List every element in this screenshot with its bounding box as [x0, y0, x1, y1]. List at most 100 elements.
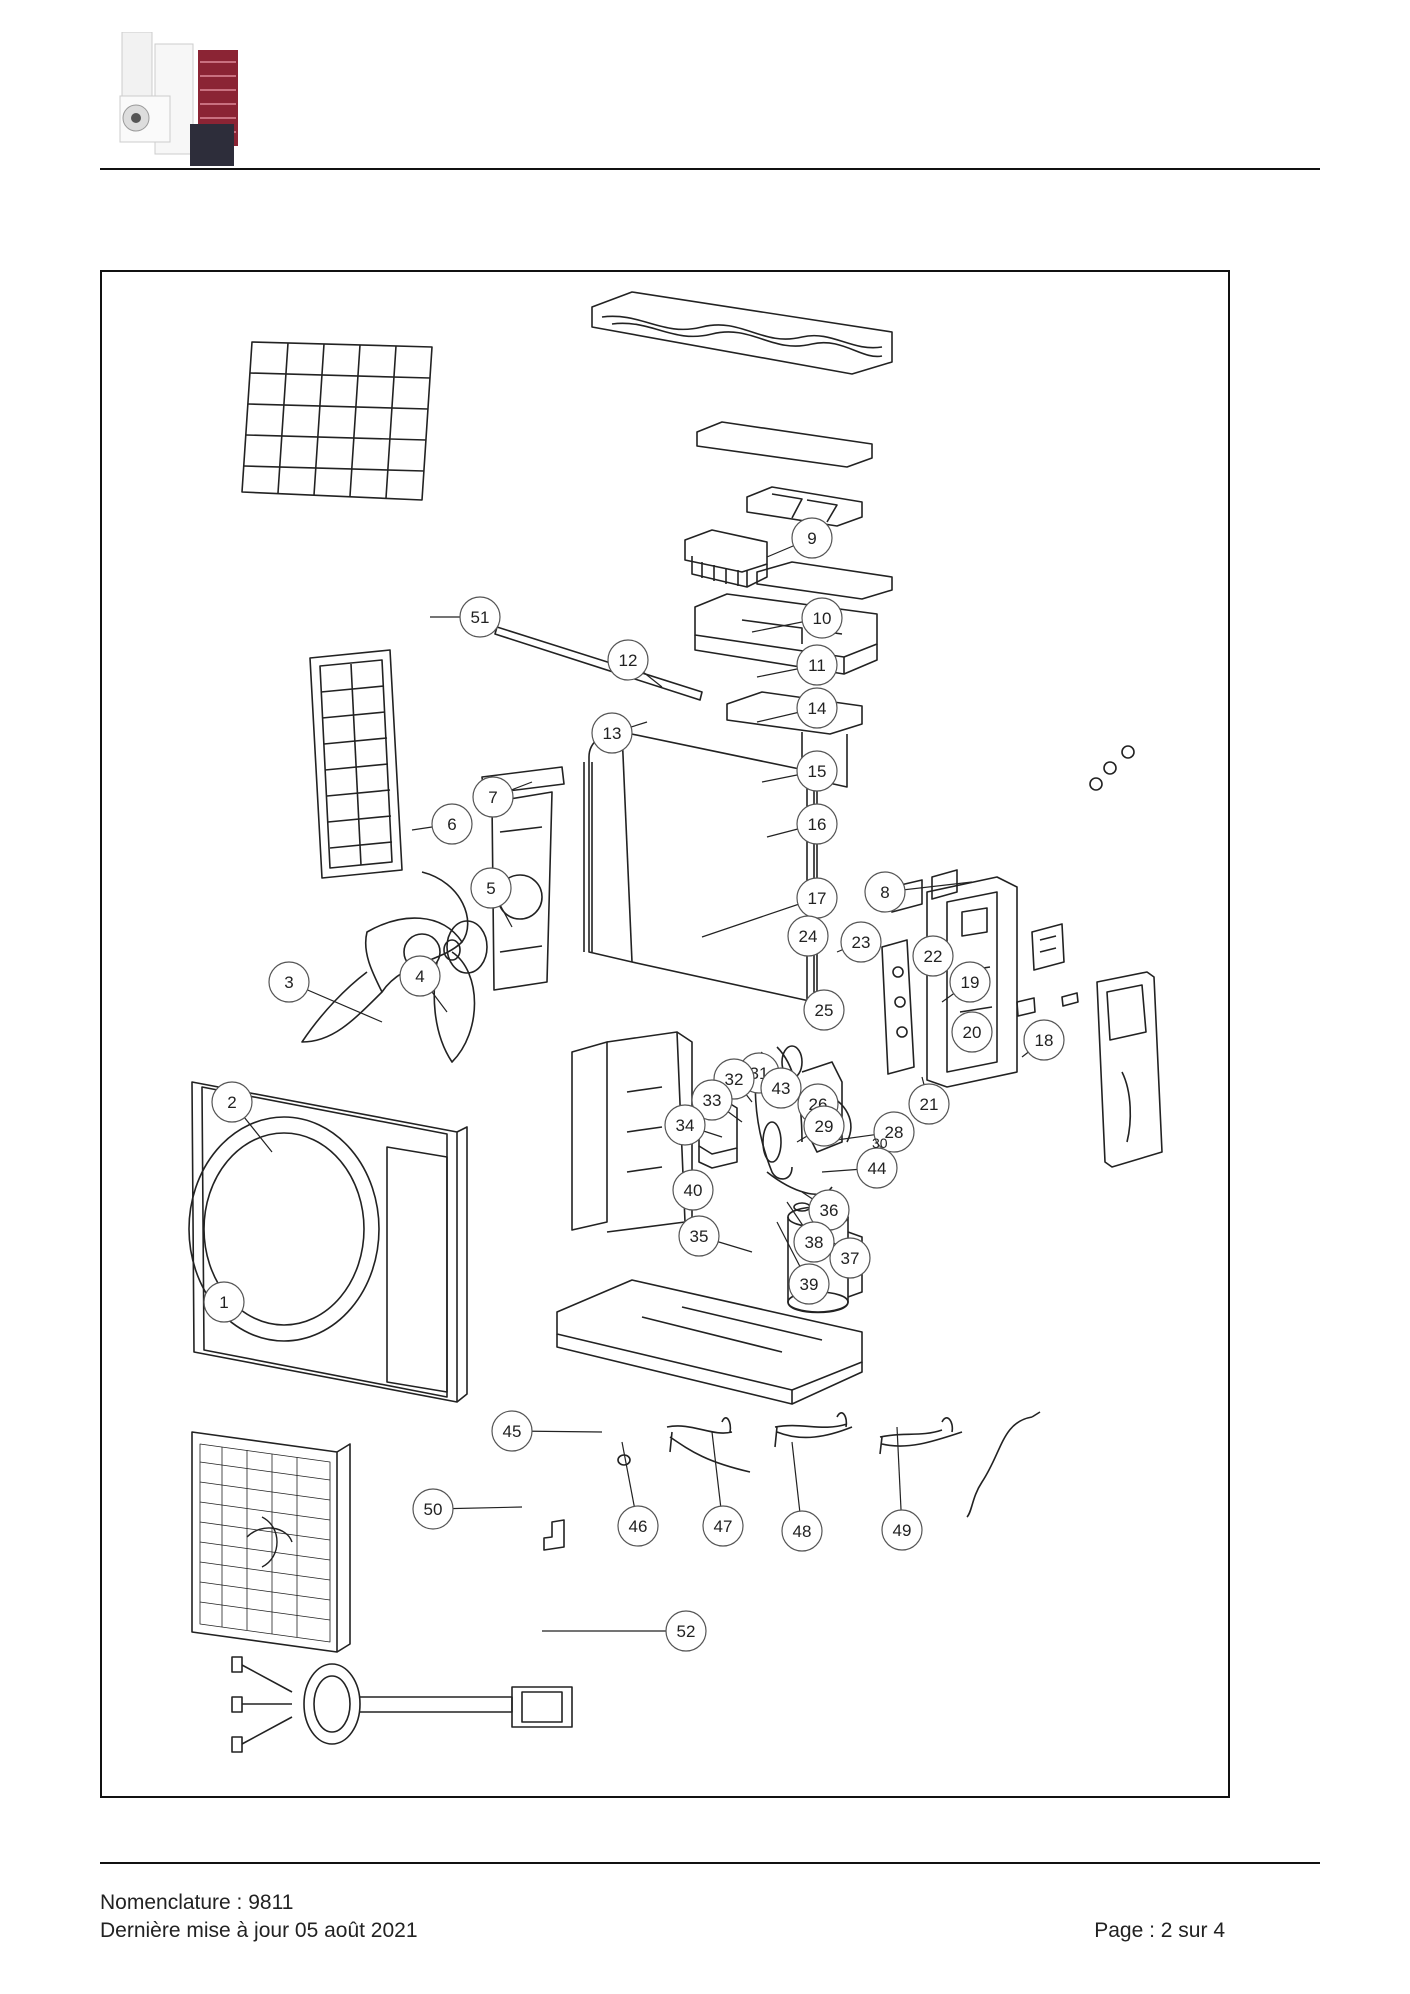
callout-circle — [664, 1104, 706, 1146]
callout-circle — [829, 1237, 871, 1279]
callout-4: 4 — [399, 955, 441, 997]
callout-number: 1 — [219, 1293, 228, 1312]
callout-number: 50 — [424, 1500, 443, 1519]
diagram-drawing: 1234567891011121314151617181920212223242… — [188, 291, 1163, 1753]
callout-circle — [949, 961, 991, 1003]
callout-number: 3 — [284, 973, 293, 992]
callout-number: 25 — [815, 1001, 834, 1020]
callout-circle — [791, 517, 833, 559]
callout-circle — [607, 639, 649, 681]
sensor-drawing — [879, 1417, 963, 1455]
callout-number: 14 — [808, 699, 827, 718]
callout-circle — [796, 750, 838, 792]
callout-number: 44 — [868, 1159, 887, 1178]
callout-7: 7 — [472, 776, 514, 818]
callout-circle — [672, 1169, 714, 1211]
callout-6: 6 — [431, 803, 473, 845]
callout-37: 37 — [829, 1237, 871, 1279]
callout-28: 28 — [873, 1111, 915, 1153]
callout-number: 12 — [619, 651, 638, 670]
condenser-coil-drawing — [583, 731, 818, 1003]
callout-number: 19 — [961, 973, 980, 992]
callout-number: 2 — [227, 1093, 236, 1112]
callout-circle — [459, 596, 501, 638]
insulation-plate-drawing — [696, 421, 873, 468]
callout-46: 46 — [617, 1505, 659, 1547]
callout-circle — [399, 955, 441, 997]
front-grille-drawing — [191, 1431, 351, 1653]
clamp-drawing — [1016, 997, 1036, 1017]
callout-48: 48 — [781, 1510, 823, 1552]
callout-number: 4 — [415, 967, 424, 986]
callout-19: 19 — [949, 961, 991, 1003]
wiring-harness-drawing — [231, 1656, 573, 1753]
side-cover-drawing — [1096, 971, 1163, 1168]
valve-caps-drawing — [1089, 745, 1135, 791]
callout-1: 1 — [203, 1281, 245, 1323]
callout-circle — [796, 687, 838, 729]
callout-45: 45 — [491, 1410, 533, 1452]
callout-circle — [908, 1083, 950, 1125]
callout-number: 34 — [676, 1116, 695, 1135]
board-bracket-drawing — [746, 486, 863, 527]
motor-support-drawing — [481, 766, 565, 991]
callout-number: 30 — [872, 1135, 888, 1151]
main-pcb-drawing — [756, 561, 893, 600]
callout-36: 36 — [808, 1189, 850, 1231]
callout-circle — [796, 644, 838, 686]
callout-number: 8 — [880, 883, 889, 902]
callout-number: 33 — [703, 1091, 722, 1110]
callout-21: 21 — [908, 1083, 950, 1125]
top-cover-drawing — [591, 291, 893, 375]
callout-circle — [678, 1215, 720, 1257]
callout-circle — [591, 712, 633, 754]
top-rail-drawing — [494, 626, 703, 701]
callout-number: 16 — [808, 815, 827, 834]
callout-47: 47 — [702, 1505, 744, 1547]
clip-drawing — [1061, 992, 1079, 1007]
callout-18: 18 — [1023, 1019, 1065, 1061]
footer-rule — [100, 1862, 1320, 1864]
callout-number: 17 — [808, 889, 827, 908]
callout-51: 51 — [459, 596, 501, 638]
callout-number: 52 — [677, 1622, 696, 1641]
box-support-drawing — [726, 691, 863, 788]
callout-circle — [840, 921, 882, 963]
callout-number: 45 — [503, 1422, 522, 1441]
callout-number: 46 — [629, 1517, 648, 1536]
callout-2: 2 — [211, 1081, 253, 1123]
heat-sink-drawing — [684, 529, 768, 588]
callout-number: 35 — [690, 1227, 709, 1246]
callout-14: 14 — [796, 687, 838, 729]
callout-17: 17 — [796, 877, 838, 919]
callout-circle — [951, 1011, 993, 1053]
callout-number: 23 — [852, 933, 871, 952]
terminal-block-drawing — [1031, 923, 1065, 971]
callout-circle — [801, 597, 843, 639]
callout-circle — [856, 1147, 898, 1189]
callout-12: 12 — [607, 639, 649, 681]
callout-34: 34 — [664, 1104, 706, 1146]
callout-24: 24 — [787, 915, 829, 957]
callout-number: 37 — [841, 1249, 860, 1268]
callout-20: 20 — [951, 1011, 993, 1053]
callout-circle — [412, 1488, 454, 1530]
callout-number: 7 — [488, 788, 497, 807]
last-update-label: Dernière mise à jour 05 août 2021 — [100, 1919, 418, 1942]
front-panel-drawing — [188, 1081, 468, 1403]
page-number: Page : 2 sur 4 — [1094, 1919, 1225, 1942]
callout-5: 5 — [470, 867, 512, 909]
callout-circle — [470, 867, 512, 909]
callout-25: 25 — [803, 989, 845, 1031]
callout-circle — [912, 935, 954, 977]
callout-number: 28 — [885, 1123, 904, 1142]
callout-number: 38 — [805, 1233, 824, 1252]
base-plate-drawing — [556, 1279, 863, 1405]
callout-number: 15 — [808, 762, 827, 781]
callout-circle — [873, 1111, 915, 1153]
callout-11: 11 — [796, 644, 838, 686]
callout-number: 36 — [820, 1201, 839, 1220]
callout-40: 40 — [672, 1169, 714, 1211]
callout-35: 35 — [678, 1215, 720, 1257]
